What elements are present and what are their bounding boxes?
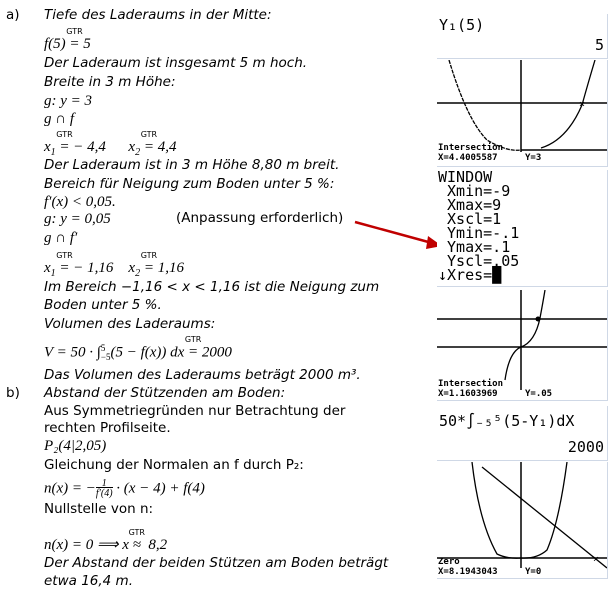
window-line: ↓Xres=█ <box>438 266 502 284</box>
calc-expression: Y₁(5) <box>439 16 485 34</box>
upper-limit: 5 <box>100 343 106 353</box>
gtr-eq: GTR= <box>141 251 157 276</box>
window-line: Xmin=-9 <box>438 182 511 200</box>
value: 2000 <box>201 344 232 361</box>
denominator: f′(4) <box>95 487 113 499</box>
calc-x-value: X=8.1943043 <box>438 567 498 577</box>
svg-text:×: × <box>579 99 585 110</box>
gtr-label: GTR <box>56 251 73 260</box>
gtr-label: GTR <box>140 251 158 260</box>
gtr-eq: GTR= <box>185 335 201 360</box>
math: · (x − 4) + f(4) <box>116 480 205 497</box>
lower-limit: −5 <box>100 352 111 362</box>
calc-x-value: X=4.4005587 <box>438 153 498 163</box>
gtr-eq: GTR= <box>56 130 72 155</box>
gtr-label: GTR <box>184 335 202 345</box>
math: n(x) = 0 ⟹ x <box>44 537 129 553</box>
text-line: etwa 16,4 m. <box>44 573 133 589</box>
text-line: Das Volumen des Laderaums beträgt 2000 m… <box>44 367 361 383</box>
text-line: Nullstelle von n: <box>44 501 154 517</box>
text-line: Bereich für Neigung zum Boden unter 5 %: <box>44 176 335 192</box>
value: 4,4 <box>157 139 177 155</box>
calc-x-value: X=1.1603969 <box>438 389 498 399</box>
math-line: g: y = 0,05 <box>44 211 111 227</box>
calc-screen-integral: 50*∫₋₅⁵(5-Y₁)dX 2000 <box>437 406 608 461</box>
text-line: Der Laderaum ist in 3 m Höhe 8,80 m brei… <box>44 157 340 173</box>
math-line: n(x) = 0 ⟹ x GTR≈ 8,2 <box>44 528 168 553</box>
text-line: rechten Profilseite. <box>44 420 171 436</box>
calc-expression: 50*∫₋₅⁵(5-Y₁)dX <box>439 412 575 430</box>
math: n(x) = − <box>44 480 96 497</box>
math-line: g: y = 3 <box>44 93 93 109</box>
text-line: Gleichung der Normalen an f durch P₂: <box>44 457 304 473</box>
gtr-label: GTR <box>66 27 83 36</box>
text-line: Boden unter 5 %. <box>44 297 162 313</box>
text-line: Breite in 3 m Höhe: <box>44 74 176 90</box>
window-line: Xmax=9 <box>438 196 502 214</box>
calc-label: Intersection <box>438 143 504 153</box>
calc-graph-intersection-2: Intersection X=1.1603969 Y=.05 <box>437 290 608 401</box>
math-line: x1 GTR= − 1,16 x2 GTR= 1,16 <box>44 251 184 282</box>
math: f(5) <box>44 36 66 52</box>
math-line: V = 50 · ∫5−5(5 − f(x)) dx GTR= 2000 <box>44 335 232 362</box>
gtr-eq: GTR= <box>56 251 72 276</box>
value: − 1,16 <box>73 260 114 276</box>
value: − 4,4 <box>73 139 106 155</box>
calc-y-value: Y=0 <box>525 567 542 577</box>
value: 1,16 <box>157 260 184 276</box>
part-a-label: a) <box>6 7 20 23</box>
red-arrow <box>354 220 433 245</box>
text-line: Abstand der Stützenden am Boden: <box>44 385 286 401</box>
calc-label: Zero <box>438 557 460 567</box>
window-line: WINDOW <box>438 168 493 186</box>
window-line: Yscl=.05 <box>438 252 520 270</box>
calc-graph-intersection-1: × Intersection X=4.4005587 Y=3 <box>437 60 608 167</box>
graph: × <box>437 462 607 569</box>
math: V = 50 · ∫ <box>44 344 101 361</box>
gtr-label: GTR <box>140 130 158 139</box>
text-line: Aus Symmetriegründen nur Betrachtung der <box>44 403 346 419</box>
svg-text:×: × <box>593 554 599 565</box>
part-b-label: b) <box>6 385 20 401</box>
calc-graph-zero: × Zero X=8.1943043 Y=0 <box>437 462 608 579</box>
math-line: f′(x) < 0,05. <box>44 194 116 210</box>
value: 8,2 <box>148 537 168 553</box>
math-line: g ∩ f′ <box>44 230 78 246</box>
numerator: 1 <box>101 478 107 489</box>
math-line: P₂(4|2,05) <box>44 438 107 454</box>
calc-result: 2000 <box>567 438 604 456</box>
calc-screen-home: Y₁(5) 5 <box>437 14 608 59</box>
calc-result: 5 <box>594 36 604 54</box>
calc-window-settings: WINDOW Xmin=-9 Xmax=9 Xscl=1 Ymin=-.1 Ym… <box>437 170 608 287</box>
note: (Anpassung erforderlich) <box>176 210 344 226</box>
window-line: Ymax=.1 <box>438 238 511 256</box>
value: 5 <box>83 36 91 52</box>
math-line: f(5) GTR= 5 <box>44 27 91 52</box>
math-line: x1 GTR= − 4,4 x2 GTR= 4,4 <box>44 130 177 161</box>
text-line: Der Laderaum ist insgesamt 5 m hoch. <box>44 55 308 71</box>
calc-label: Intersection <box>438 379 504 389</box>
calc-y-value: Y=.05 <box>525 389 553 399</box>
window-line: Ymin=-.1 <box>438 224 520 242</box>
var: x <box>128 139 136 155</box>
gtr-label: GTR <box>56 130 73 139</box>
gtr-label: GTR <box>128 528 145 537</box>
graph: × <box>437 60 607 152</box>
var: x <box>44 139 51 155</box>
eq: = <box>69 36 80 52</box>
math-line: g ∩ f <box>44 111 74 127</box>
gtr-eq: GTR= <box>141 130 157 155</box>
text-line: Im Bereich −1,16 < x < 1,16 ist die Neig… <box>44 279 380 295</box>
window-line: Xscl=1 <box>438 210 502 228</box>
graph <box>437 290 607 390</box>
text-line: Volumen des Laderaums: <box>44 316 216 332</box>
text-line: Der Abstand der beiden Stützen am Boden … <box>44 555 389 571</box>
text-line: Tiefe des Laderaums in der Mitte: <box>44 7 272 23</box>
math: (5 − f(x)) dx <box>110 344 185 361</box>
gtr-approx: GTR≈ <box>129 528 145 553</box>
calc-y-value: Y=3 <box>525 153 542 163</box>
gtr-eq: GTR= <box>66 27 82 52</box>
